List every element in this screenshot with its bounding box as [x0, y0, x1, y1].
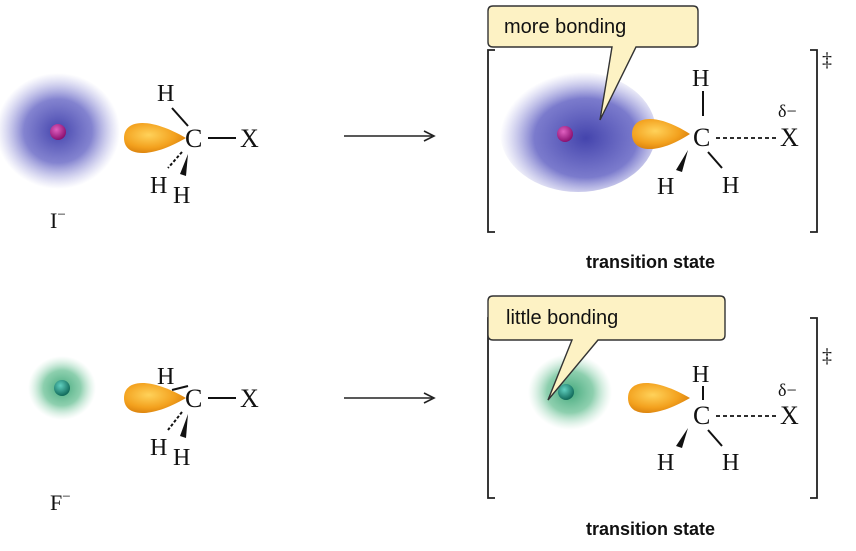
atom-x: X — [240, 124, 259, 153]
atom-h-low-left: H — [150, 435, 167, 461]
atom-h-low-left: H — [150, 173, 167, 199]
top-transition-state: ‡ H C X δ− H H transition state — [487, 49, 832, 272]
iodide-nucleus — [50, 124, 66, 140]
ts-atom-h-top: H — [692, 362, 709, 388]
callout-text: more bonding — [504, 16, 626, 38]
top-reactant: I− H C X H H — [0, 73, 259, 233]
bond-c-h-hashed — [167, 411, 183, 431]
atom-h-low-right: H — [173, 183, 190, 209]
callout-text: little bonding — [506, 307, 618, 329]
ts-atom-h-low-left: H — [657, 174, 674, 200]
ts-caption: transition state — [586, 252, 715, 272]
atom-h-top: H — [157, 81, 174, 107]
ts-carbon-lobe — [632, 118, 690, 150]
ts-bond-wedge-left — [676, 428, 688, 448]
bottom-reaction-arrow — [344, 392, 436, 404]
ts-bond-c-h-right — [707, 151, 723, 169]
bottom-transition-state: ‡ H C X δ− H H transition state — [487, 317, 832, 539]
bracket-left — [487, 49, 495, 233]
atom-carbon: C — [185, 384, 202, 413]
bond-c-h-top — [171, 385, 189, 391]
ts-bond-c-h-right — [707, 429, 723, 447]
callout-bubble — [487, 295, 726, 401]
ts-atom-h-low-left: H — [657, 450, 674, 476]
fluoride-nucleus — [54, 380, 70, 396]
ts-atom-h-top: H — [692, 66, 709, 92]
iodide-ts-nucleus — [557, 126, 573, 142]
iodide-label: I− — [50, 207, 66, 233]
double-dagger: ‡ — [822, 49, 832, 71]
carbon-sp3-lobe — [124, 122, 186, 154]
top-reaction-arrow — [344, 130, 436, 142]
ts-partial-charge: δ− — [778, 101, 797, 121]
top-callout: more bonding — [487, 5, 699, 121]
ts-atom-x: X — [780, 401, 799, 430]
ts-carbon-lobe — [628, 382, 690, 414]
carbon-sp3-lobe — [124, 382, 186, 414]
atom-x: X — [240, 384, 259, 413]
ts-bond-wedge-left — [676, 150, 688, 172]
ts-atom-h-low-right: H — [722, 173, 739, 199]
atom-h-low-right: H — [173, 445, 190, 471]
atom-carbon: C — [185, 124, 202, 153]
bracket-right — [810, 317, 818, 499]
bracket-left — [487, 317, 495, 499]
ts-partial-charge: δ− — [778, 380, 797, 400]
fluoride-label: F− — [50, 489, 71, 515]
bottom-reactant: F− H C X H H — [28, 356, 259, 515]
fluoride-ts-nucleus — [558, 384, 574, 400]
bracket-right — [810, 49, 818, 233]
bond-c-h-hashed — [167, 151, 183, 169]
ts-atom-x: X — [780, 123, 799, 152]
atom-h-top: H — [157, 364, 174, 390]
bond-c-h-wedge — [180, 154, 188, 176]
ts-atom-carbon: C — [693, 123, 710, 152]
ts-caption: transition state — [586, 519, 715, 539]
bond-c-h-top — [171, 107, 189, 127]
bottom-callout: little bonding — [487, 295, 726, 401]
double-dagger: ‡ — [822, 345, 832, 367]
bond-c-h-wedge — [180, 414, 188, 438]
callout-bubble — [487, 5, 699, 121]
ts-atom-carbon: C — [693, 401, 710, 430]
ts-atom-h-low-right: H — [722, 450, 739, 476]
iodide-ts-electron-cloud — [500, 72, 656, 192]
